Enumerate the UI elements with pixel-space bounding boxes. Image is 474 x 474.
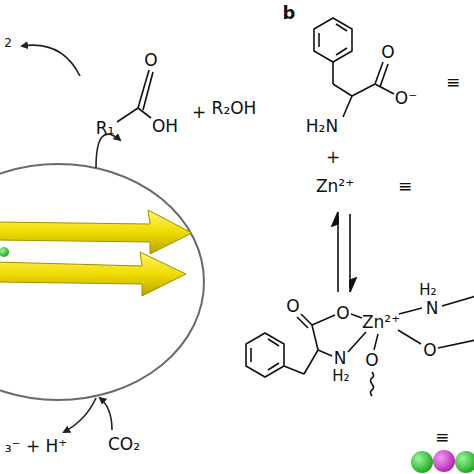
atom-label: O (286, 297, 299, 316)
atom-subscript-label: H₂ (419, 282, 436, 299)
enzyme-outline (0, 164, 204, 400)
equivalence-sign: ≡ (398, 177, 412, 196)
ion-label: Zn²⁺ (362, 313, 400, 332)
beta-strand (0, 252, 186, 296)
atom-label: O (336, 304, 349, 323)
ion-label: Zn²⁺ (316, 177, 354, 196)
atom-label: O (365, 351, 378, 370)
curved-arrow (96, 134, 120, 168)
atom-label: N (426, 299, 439, 318)
group-label: OH (152, 117, 178, 136)
zinc-complex-structure (246, 296, 474, 396)
panel-letter: b (283, 3, 296, 23)
atom-label: O (423, 341, 436, 360)
equivalence-sign: ≡ (435, 428, 449, 447)
ion-label: ₃⁻ + H⁺ (5, 437, 68, 456)
plus-sign: + (192, 103, 206, 122)
active-site-atom (0, 247, 9, 257)
atom-label: O (381, 43, 394, 62)
atom-label: O (144, 51, 157, 70)
beta-strand (0, 210, 192, 254)
molecule-label: R₂OH (212, 99, 257, 118)
atom-label: O⁻ (395, 89, 417, 108)
carboxylic-acid-bonds (117, 70, 153, 122)
atom-subscript-label: H₂ (332, 368, 349, 385)
equivalence-sign: ≡ (446, 73, 460, 92)
zinc-sphere (411, 451, 433, 473)
curved-arrow (100, 398, 112, 430)
chem-subscript: 2 (4, 37, 12, 50)
phenylalanine-structure (314, 18, 394, 117)
zinc-sphere (433, 450, 455, 472)
plus-sign: + (326, 148, 340, 167)
group-label: H₂N (306, 117, 338, 136)
curved-arrow (64, 398, 96, 432)
group-label: R₁ (96, 119, 115, 138)
atom-label: N (334, 349, 347, 368)
molecule-label: CO₂ (108, 435, 140, 454)
curved-arrow (22, 45, 80, 76)
zinc-sphere (455, 451, 474, 473)
equilibrium-arrows (332, 212, 356, 292)
